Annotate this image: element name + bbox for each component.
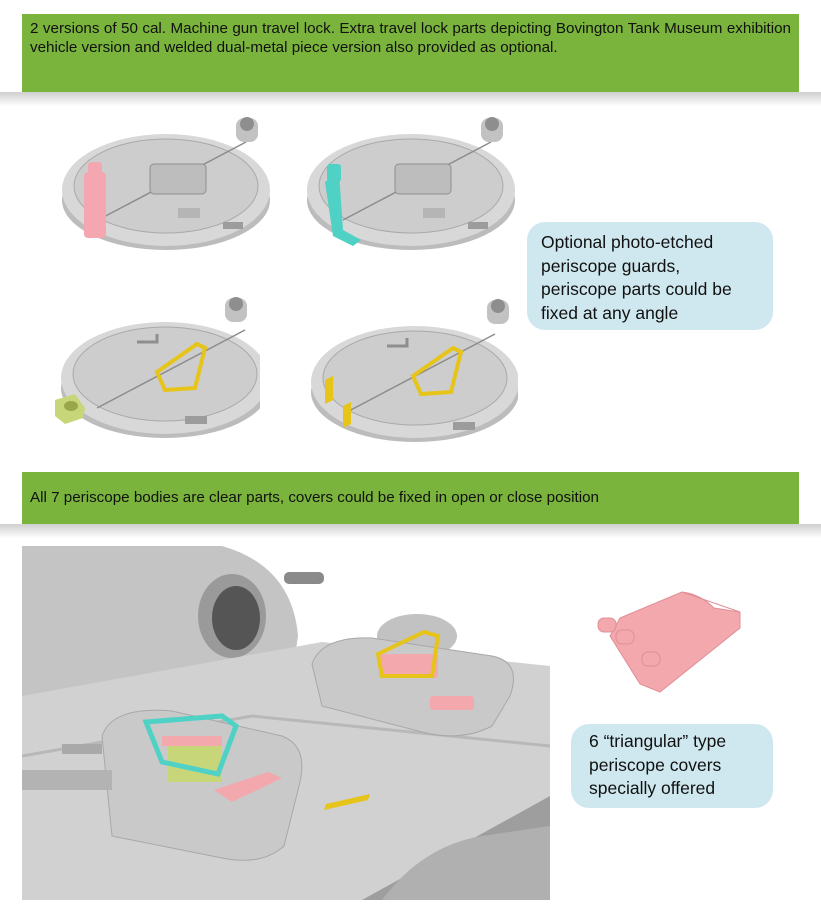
- tank-turret-render: [22, 546, 550, 900]
- middle-banner-text: All 7 periscope bodies are clear parts, …: [22, 472, 799, 524]
- hatch-render-guard-clear: [55, 297, 260, 438]
- callout-line: 6 “triangular” type: [589, 731, 727, 751]
- callout-line: Optional photo-etched: [541, 232, 714, 252]
- middle-banner-shadow: [0, 524, 821, 538]
- top-banner-text: 2 versions of 50 cal. Machine gun travel…: [22, 14, 799, 92]
- hatch-render-travel-lock-pink: [62, 117, 270, 250]
- middle-banner: All 7 periscope bodies are clear parts, …: [0, 472, 821, 538]
- callout-line: fixed at any angle: [541, 302, 679, 323]
- callout-line: periscope guards,: [541, 255, 681, 276]
- callout-line: periscope covers: [589, 754, 722, 775]
- hatch-render-guard-yellow: [311, 299, 518, 442]
- top-banner-shadow: [0, 92, 821, 106]
- callout-line: periscope parts could be: [541, 279, 732, 299]
- periscope-covers-callout: 6 “triangular” type periscope covers spe…: [571, 724, 773, 808]
- top-banner: 2 versions of 50 cal. Machine gun travel…: [0, 0, 821, 106]
- periscope-guards-callout: Optional photo-etched periscope guards, …: [527, 222, 773, 330]
- callout-line: specially offered: [589, 778, 716, 798]
- triangular-cover-render: [597, 591, 741, 693]
- hatch-render-travel-lock-cyan: [307, 117, 515, 250]
